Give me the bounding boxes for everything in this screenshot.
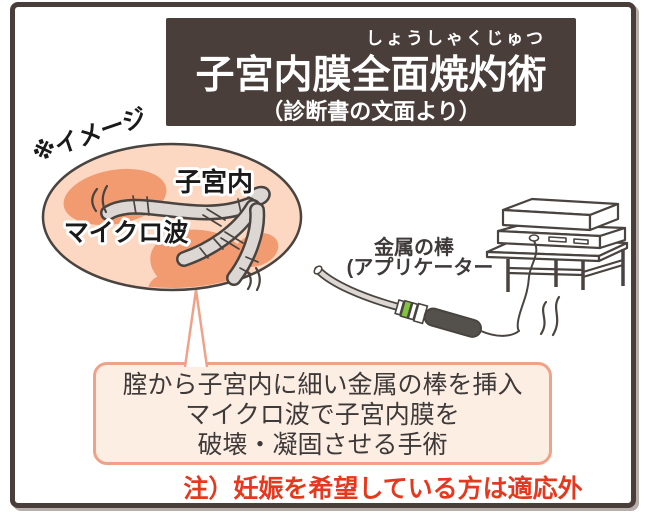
description-line-2: マイクロ波で子宮内膜を [185,401,460,429]
page-subtitle: （診断書の文面より） [261,99,481,124]
description-line-1: 腟から子宮内に細い金属の棒を挿入 [122,371,523,399]
page-title: 子宮内膜全面焼灼術 [195,54,547,97]
description-callout-box: 腟から子宮内に細い金属の棒を挿入 マイクロ波で子宮内膜を 破壊・凝固させる手術 [93,362,552,465]
title-box: しょうしゃくじゅつ 子宮内膜全面焼灼術 （診断書の文面より） [166,18,576,126]
title-furigana: しょうしゃくじゅつ [366,29,546,48]
description-text: 腟から子宮内に細い金属の棒を挿入 マイクロ波で子宮内膜を 破壊・凝固させる手術 [96,370,549,460]
description-line-3: 破壊・凝固させる手術 [197,431,448,459]
warning-footnote: 注）妊娠を希望している方は適応外 [183,475,583,503]
